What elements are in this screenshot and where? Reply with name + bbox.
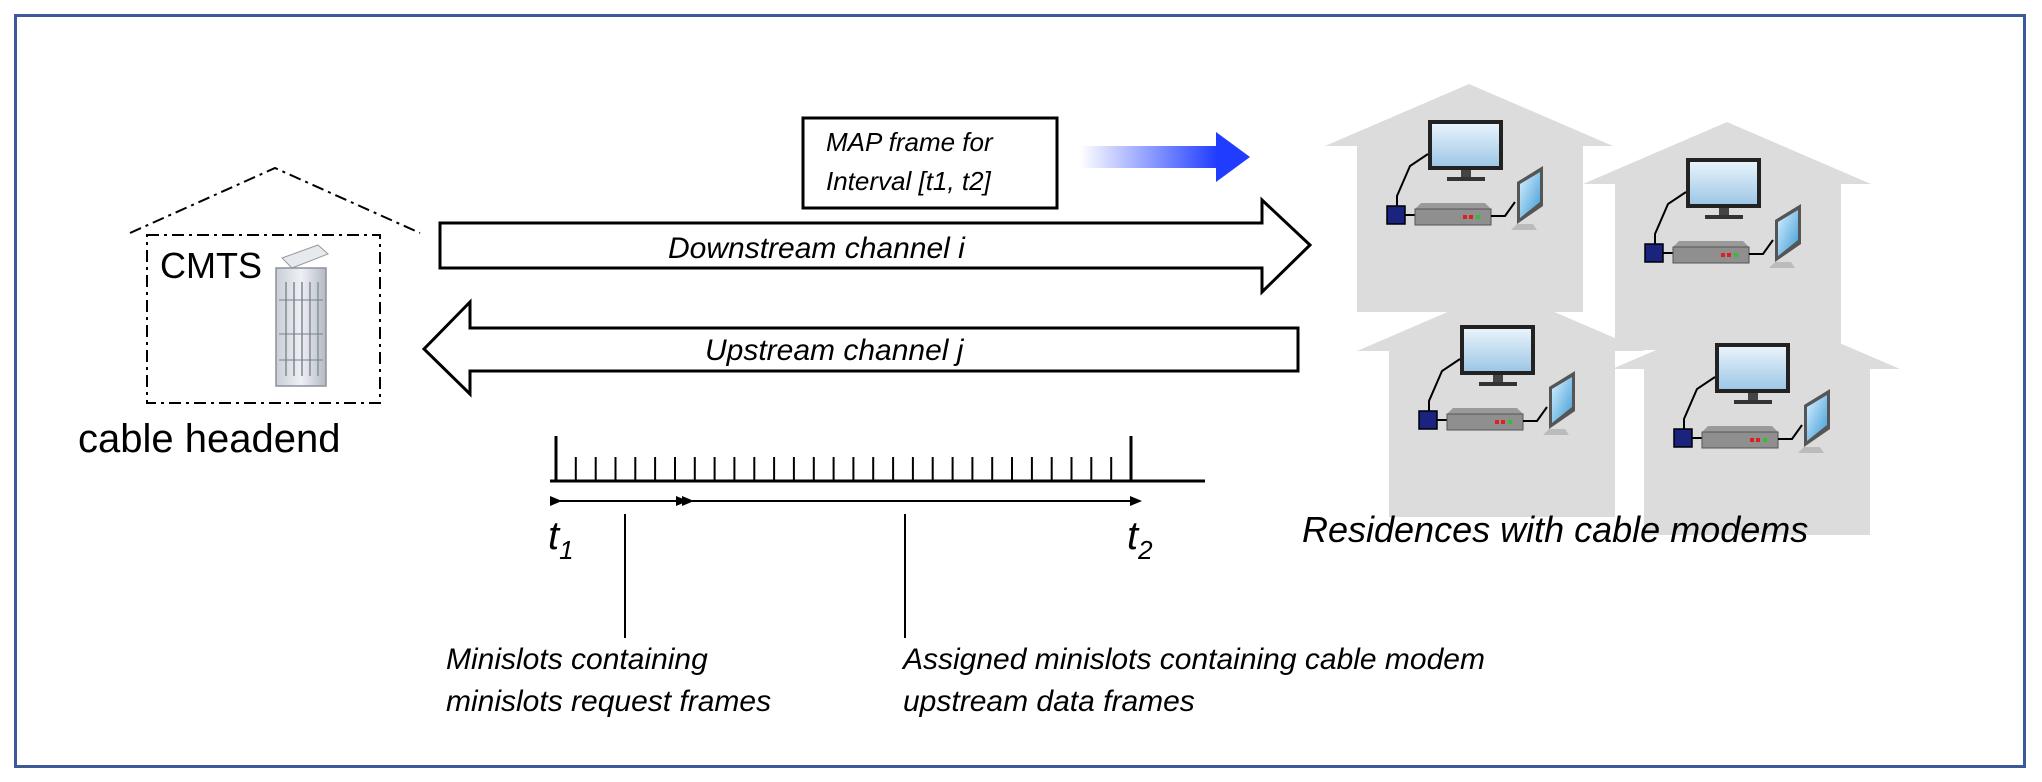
residence-house-1 bbox=[1324, 83, 1614, 313]
headend-building bbox=[146, 234, 381, 404]
assigned-label-line2: upstream data frames bbox=[903, 685, 1195, 718]
cmts-rack-icon bbox=[275, 244, 329, 387]
t2-label: t2 bbox=[1127, 514, 1153, 565]
minislot-ticks bbox=[574, 457, 1113, 481]
diagram-border bbox=[14, 14, 2026, 768]
map-frame-box: MAP frame for Interval [t1, t2] bbox=[801, 116, 1059, 210]
map-frame-line1: MAP frame for bbox=[826, 127, 994, 157]
cable-headend: CMTS cable headend bbox=[78, 166, 421, 461]
headend-caption: cable headend bbox=[78, 417, 340, 461]
request-label-line2: minislots request frames bbox=[446, 685, 771, 718]
map-frame-line2: Interval [t1, t2] bbox=[826, 166, 992, 196]
upstream-label: Upstream channel j bbox=[705, 334, 965, 367]
downstream-label: Downstream channel i bbox=[668, 232, 966, 265]
assigned-label-line1: Assigned minislots containing cable mode… bbox=[901, 643, 1485, 676]
minislot-timeline: t1 t2 Minislots containing minislots req… bbox=[446, 436, 1485, 718]
headend-roof bbox=[129, 166, 421, 234]
upstream-channel-arrow: Upstream channel j bbox=[421, 298, 1300, 398]
t1-label: t1 bbox=[548, 514, 574, 565]
residence-house-2 bbox=[1582, 121, 1872, 351]
cmts-label: CMTS bbox=[160, 245, 262, 286]
downstream-channel-arrow: Downstream channel i bbox=[438, 196, 1313, 296]
residence-house-3 bbox=[1356, 288, 1646, 518]
residences-group: Residences with cable modems bbox=[1302, 83, 1901, 550]
residences-caption: Residences with cable modems bbox=[1302, 509, 1808, 550]
request-label-line1: Minislots containing bbox=[446, 643, 708, 676]
map-arrow bbox=[1080, 132, 1250, 182]
